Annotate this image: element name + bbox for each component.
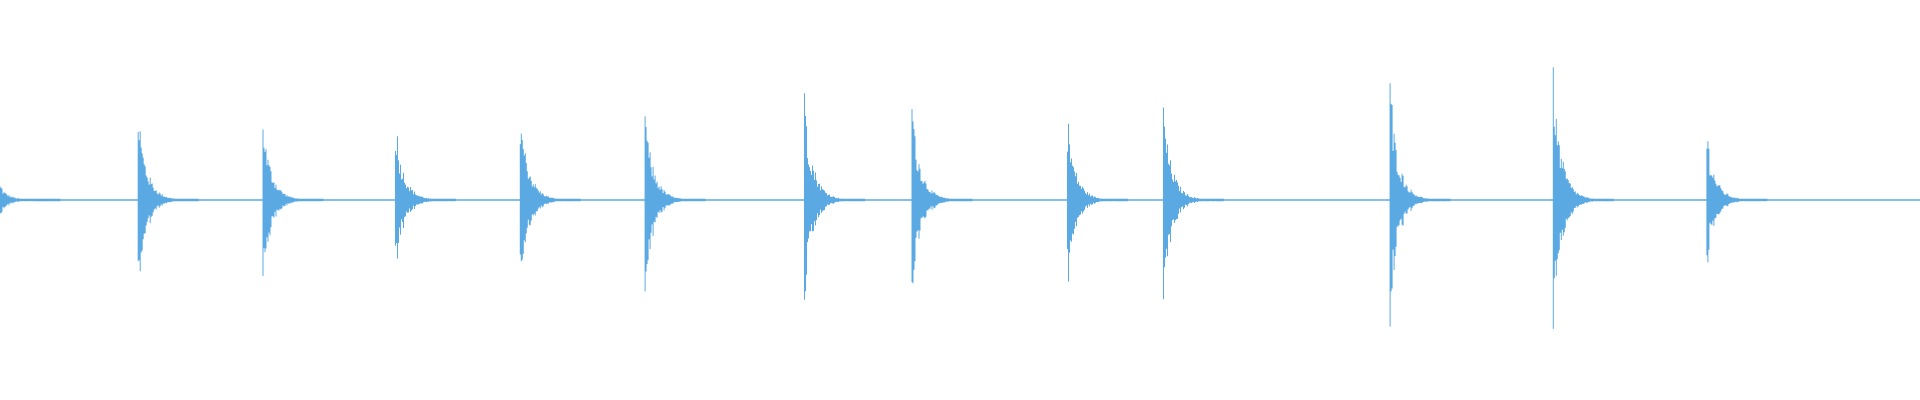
waveform-transient xyxy=(395,136,456,259)
transient-envelope xyxy=(520,156,569,244)
waveform-transient xyxy=(1163,107,1224,300)
transient-envelope xyxy=(1390,146,1439,254)
transient-envelope xyxy=(804,151,853,249)
transient-envelope xyxy=(1553,142,1602,258)
waveform-transient xyxy=(804,93,865,300)
waveform-transient xyxy=(1552,67,1614,329)
transient-envelope xyxy=(0,193,48,207)
waveform-transient xyxy=(0,186,61,214)
waveform-transient xyxy=(1389,83,1451,327)
transient-envelope xyxy=(263,161,311,239)
transient-envelope xyxy=(912,154,960,246)
waveform-transient xyxy=(644,116,706,292)
waveform-transient xyxy=(262,129,324,276)
waveform-transient xyxy=(137,131,199,272)
transient-envelope xyxy=(1706,169,1755,231)
transient-envelope xyxy=(1163,156,1212,244)
transient-envelope xyxy=(645,158,694,242)
waveform-transient xyxy=(1706,141,1768,263)
waveform-transient xyxy=(1067,123,1128,282)
transient-envelope xyxy=(1067,162,1116,238)
transient-envelope xyxy=(395,164,444,236)
waveform-transient xyxy=(911,109,973,284)
transient-envelope xyxy=(138,157,187,243)
waveform-transient xyxy=(519,133,581,262)
